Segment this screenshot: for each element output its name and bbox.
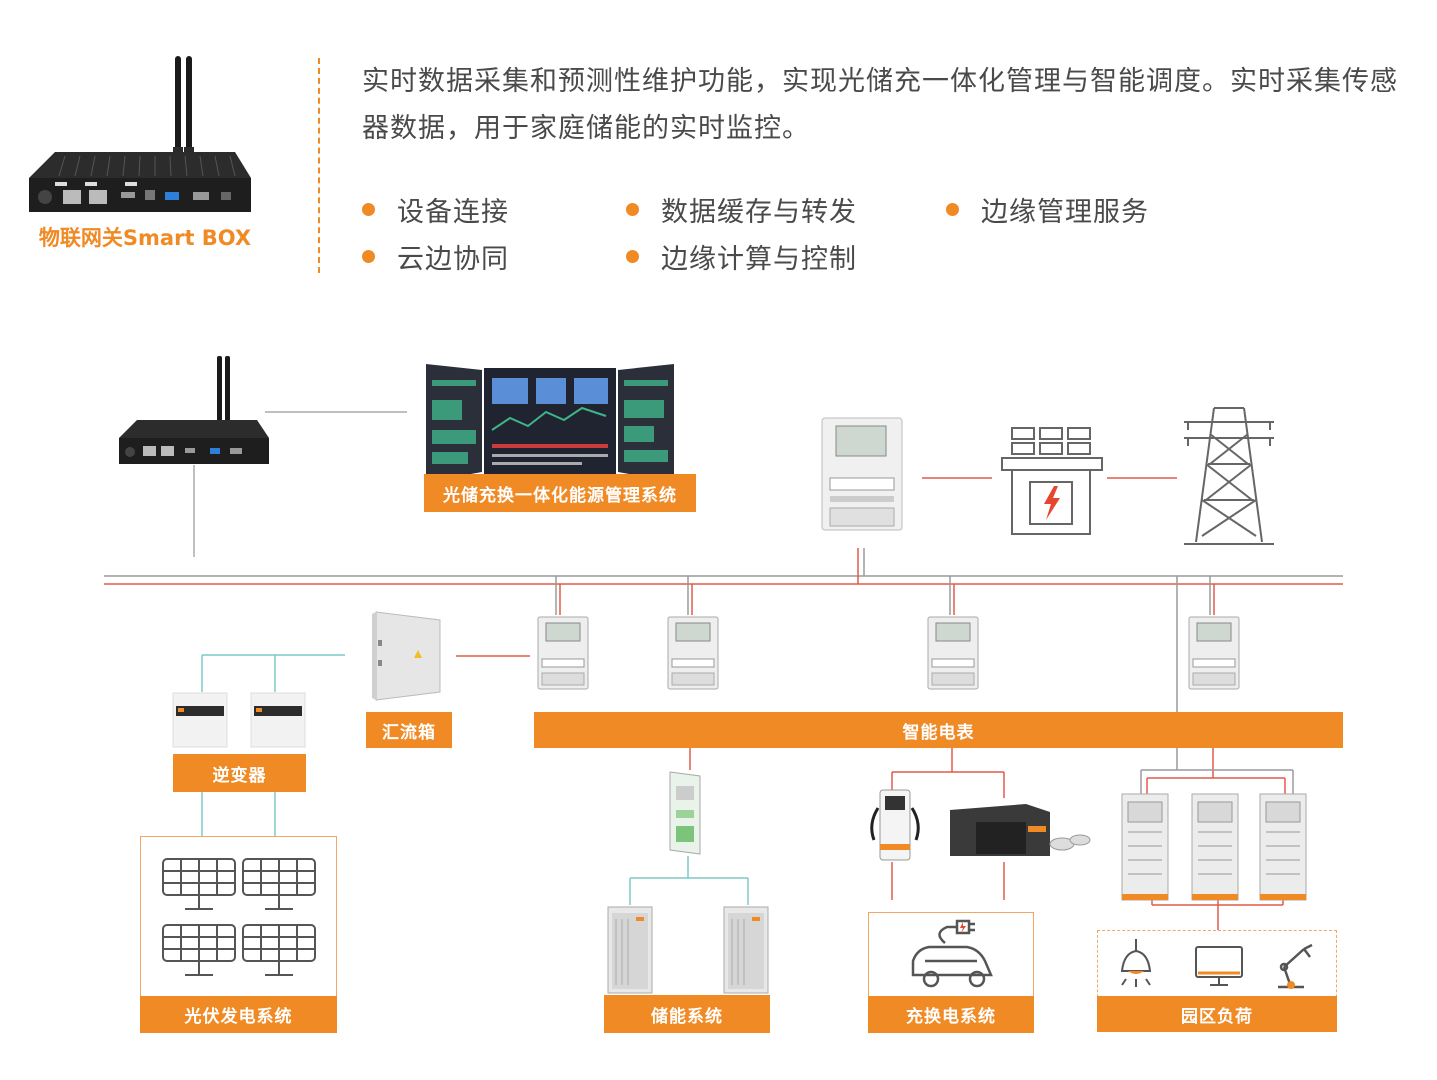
smart-meter: [536, 615, 590, 691]
load-cabinet-image: [1120, 792, 1170, 902]
intro-description: 实时数据采集和预测性维护功能，实现光储充一体化管理与智能调度。实时采集传感器数据…: [362, 66, 1398, 144]
inverter-image: [250, 692, 306, 748]
bullet-icon: [946, 203, 959, 216]
feature-item: 边缘管理服务: [946, 190, 1149, 229]
bullet-icon: [362, 250, 375, 263]
bullet-icon: [626, 250, 639, 263]
ems-monitors: [420, 360, 680, 485]
load-cabinet-image: [1258, 792, 1308, 902]
storage-controller-image: [666, 770, 706, 856]
storage-cabinet-image: [606, 905, 654, 995]
gateway-device: [115, 354, 273, 466]
battery-swap-station-image: [946, 800, 1092, 860]
smart-meter: [1187, 615, 1241, 691]
lamp-icon: [1120, 939, 1152, 987]
park-load-label: 园区负荷: [1097, 996, 1337, 1032]
storage-cabinet-image: [722, 905, 770, 995]
ems-label: 光储充换一体化能源管理系统: [424, 474, 696, 512]
combiner-label: 汇流箱: [366, 712, 452, 748]
substation-icon: [1000, 424, 1104, 538]
combiner-box-image: [370, 610, 446, 702]
feature-item: 云边协同: [362, 237, 509, 276]
feature-item: 数据缓存与转发: [626, 190, 857, 229]
gateway-device-image: [25, 52, 255, 217]
bullet-icon: [362, 203, 375, 216]
ev-charger-image: [866, 788, 924, 862]
feature-item: 设备连接: [362, 190, 509, 229]
solar-panel-icon: [162, 858, 316, 976]
power-tower-icon: [1180, 404, 1278, 550]
inverter-label: 逆变器: [173, 754, 306, 792]
pv-system-label: 光伏发电系统: [140, 996, 337, 1033]
load-cabinet-image: [1190, 792, 1240, 902]
bullet-icon: [626, 203, 639, 216]
storage-system-label: 储能系统: [604, 995, 770, 1033]
inverter-image: [172, 692, 228, 748]
gateway-caption: 物联网关Smart BOX: [38, 226, 252, 250]
charging-system-label: 充换电系统: [868, 996, 1034, 1033]
smart-meter: [926, 615, 980, 691]
feature-item: 边缘计算与控制: [626, 237, 857, 276]
electric-car-icon: [911, 919, 993, 988]
main-smart-meter: [820, 416, 904, 532]
smart-meter-label: 智能电表: [534, 712, 1343, 748]
section-divider: [318, 58, 320, 273]
smart-meter: [666, 615, 720, 691]
monitor-icon: [1195, 946, 1243, 986]
robot-arm-icon: [1278, 943, 1313, 989]
